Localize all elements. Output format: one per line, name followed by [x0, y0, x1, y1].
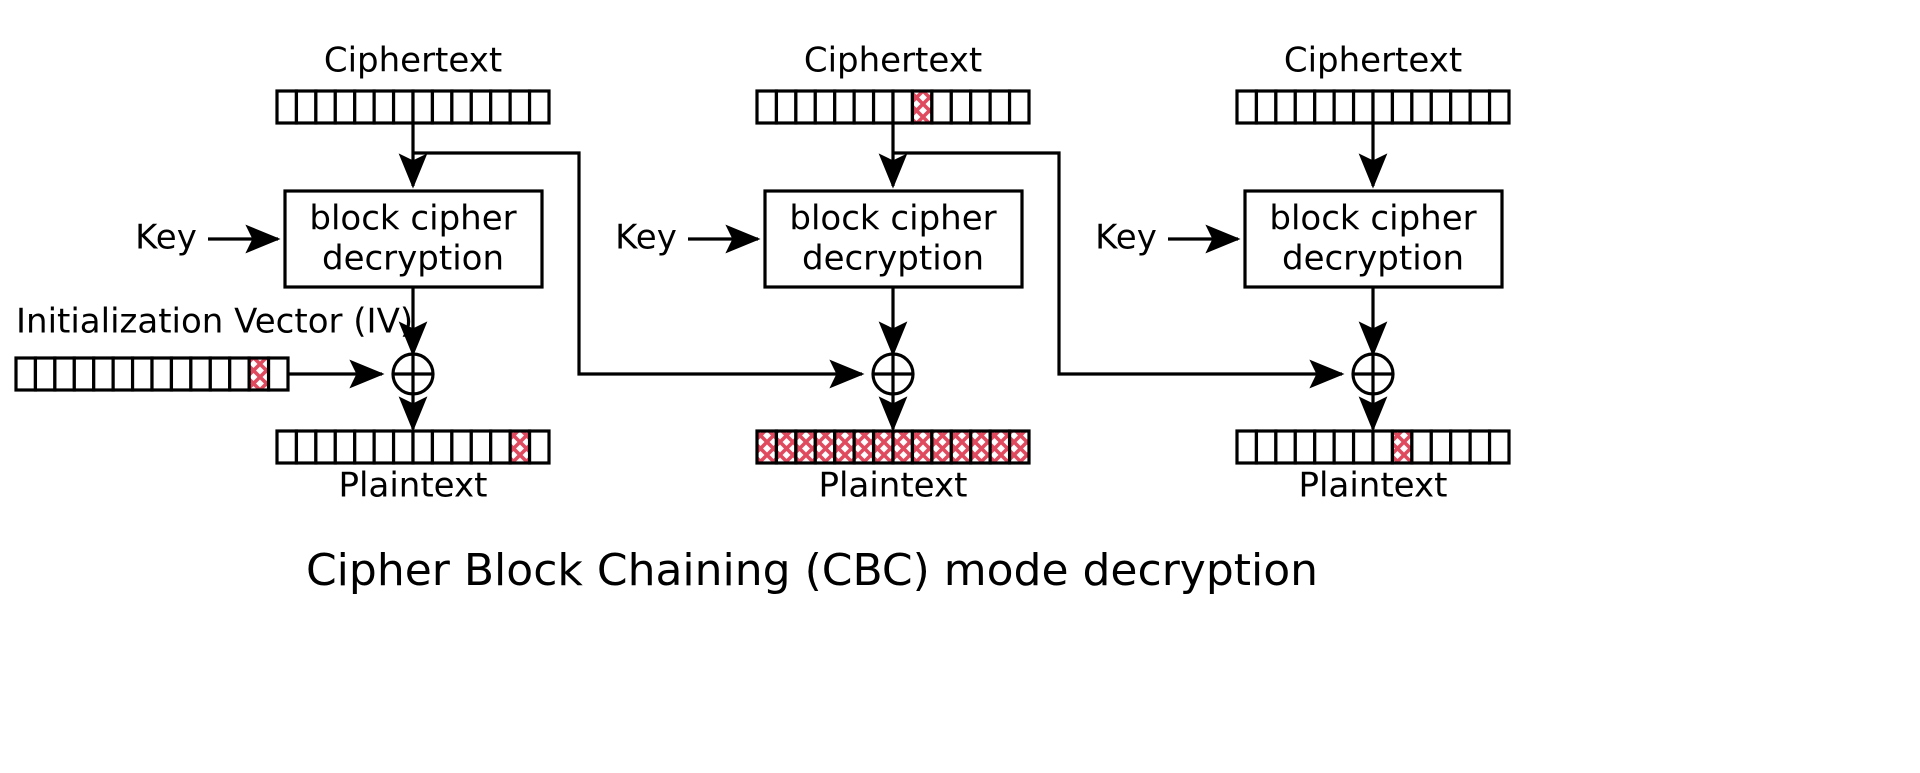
- initialization-vector: Initialization Vector (IV): [14, 302, 413, 392]
- stage-2: Ciphertext Key b: [615, 41, 1345, 506]
- plaintext-cell-highlight-3: [1390, 429, 1414, 465]
- block-cipher-label-2-line1: block cipher: [789, 199, 996, 239]
- stage-1: Ciphertext Key: [135, 41, 865, 506]
- diagram-title: Cipher Block Chaining (CBC) mode decrypt…: [306, 545, 1318, 596]
- stage-3: Ciphertext Key block ci: [1095, 41, 1511, 506]
- block-cipher-label-2-line2: decryption: [802, 239, 984, 279]
- block-cipher-label-1-line2: decryption: [322, 239, 504, 279]
- plaintext-bar-3: [1235, 429, 1511, 465]
- plaintext-bar-1: [275, 429, 551, 465]
- plaintext-label-2: Plaintext: [819, 466, 968, 506]
- iv-label: Initialization Vector (IV): [16, 302, 413, 342]
- block-cipher-box-1: [283, 189, 544, 289]
- plaintext-bar-2: [755, 429, 1031, 465]
- wire-chain-1-to-xor-2: [413, 151, 865, 389]
- block-cipher-label-1-line1: block cipher: [309, 199, 516, 239]
- block-cipher-label-3-line2: decryption: [1282, 239, 1464, 279]
- key-label-2: Key: [615, 218, 677, 258]
- plaintext-label-1: Plaintext: [339, 466, 488, 506]
- ciphertext-bar-1: [275, 89, 551, 125]
- wire-chain-2-to-xor-3: [893, 151, 1345, 389]
- ciphertext-bar-2: [755, 89, 1031, 125]
- key-label-3: Key: [1095, 218, 1157, 258]
- block-cipher-box-3: [1243, 189, 1504, 289]
- ciphertext-label-1: Ciphertext: [324, 41, 502, 81]
- iv-cell-highlight: [247, 356, 271, 392]
- plaintext-label-3: Plaintext: [1299, 466, 1448, 506]
- ciphertext-label-2: Ciphertext: [804, 41, 982, 81]
- plaintext-cell-highlight-1: [508, 429, 532, 465]
- block-cipher-label-3-line1: block cipher: [1269, 199, 1476, 239]
- key-label-1: Key: [135, 218, 197, 258]
- iv-bar: [14, 356, 290, 392]
- ciphertext-bar-3: [1235, 89, 1511, 125]
- ciphertext-label-3: Ciphertext: [1284, 41, 1462, 81]
- ciphertext-cell-highlight-2: [910, 89, 934, 125]
